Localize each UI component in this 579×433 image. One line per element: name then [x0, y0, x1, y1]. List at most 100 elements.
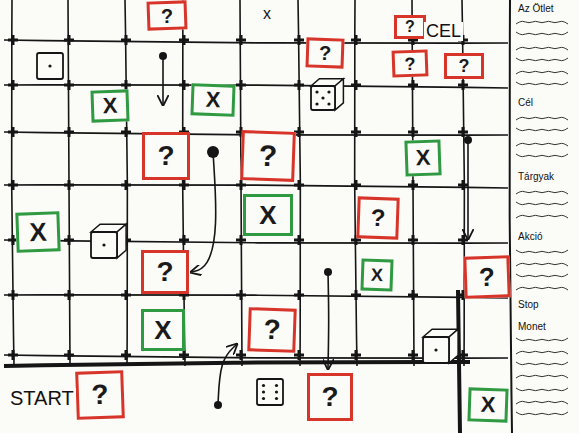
crossing-mark [64, 350, 74, 360]
crossing-mark [408, 350, 418, 360]
question-square: ? [75, 370, 125, 420]
rules-note: Stop [516, 300, 541, 311]
crossing-mark [408, 290, 418, 300]
rules-note: Tárgyak [516, 172, 556, 183]
question-square: ? [392, 49, 429, 77]
cell-symbol: ? [156, 258, 173, 286]
dice-icon [37, 53, 63, 79]
grid-line [4, 85, 508, 88]
cell-symbol: ? [319, 43, 332, 63]
question-square: ? [247, 307, 297, 353]
cross-square: X [467, 387, 508, 422]
grid-line [68, 0, 70, 366]
move-arrow [192, 146, 219, 272]
crossing-mark [351, 180, 361, 190]
cell-symbol: X [259, 202, 276, 228]
crossing-mark [8, 127, 18, 137]
cell-symbol: ? [161, 5, 174, 25]
handwriting-scribbles [516, 21, 568, 414]
cross-square: X [404, 139, 441, 176]
crossing-mark [64, 235, 74, 245]
cell-symbol: ? [321, 383, 338, 411]
goal-label: CEL [424, 22, 463, 41]
crossing-mark [351, 35, 361, 45]
question-square: ? [142, 132, 190, 180]
crossing-mark [121, 350, 131, 360]
crossing-mark [121, 180, 131, 190]
question-square: ? [307, 373, 353, 421]
cell-symbol: ? [258, 141, 277, 172]
start-label: START [8, 388, 76, 409]
crossing-mark [179, 235, 189, 245]
panel-separator [510, 0, 512, 433]
crossing-mark [236, 290, 246, 300]
crossing-mark [64, 290, 74, 300]
grid-line-thick [4, 362, 470, 366]
question-square: ? [147, 0, 188, 30]
question-square: ? [305, 37, 344, 68]
crossing-mark [64, 127, 74, 137]
grid-line [240, 0, 242, 366]
crossing-mark [294, 235, 304, 245]
crossing-mark [458, 350, 468, 360]
grid-line [12, 0, 14, 366]
move-arrow [324, 268, 332, 368]
question-square: ? [463, 255, 510, 299]
rules-heading: Az Ötlet [516, 4, 556, 15]
dice-icon [311, 79, 343, 110]
cell-symbol: ? [157, 142, 174, 170]
cell-symbol: ? [459, 57, 470, 75]
move-arrow [214, 345, 236, 409]
crossing-mark [8, 35, 18, 45]
crossing-mark [236, 180, 246, 190]
question-square: ? [141, 250, 189, 294]
crossing-mark [8, 180, 18, 190]
crossing-mark [458, 180, 468, 190]
cell-symbol: ? [370, 206, 386, 230]
crossing-mark [294, 350, 304, 360]
crossing-mark [408, 80, 418, 90]
cell-symbol: ? [404, 54, 416, 72]
crossing-mark [351, 350, 361, 360]
crossing-mark [351, 127, 361, 137]
crossing-mark [179, 35, 189, 45]
crossing-mark [8, 350, 18, 360]
grid-line [4, 240, 508, 243]
crossing-mark [294, 80, 304, 90]
rules-note: Monet [516, 322, 548, 333]
crossing-mark [8, 290, 18, 300]
question-square: ? [394, 15, 426, 39]
rules-note: Cél [516, 98, 535, 109]
cell-symbol: X [29, 219, 47, 246]
cell-symbol: X [480, 394, 495, 416]
cell-symbol: X [205, 89, 220, 111]
crossing-mark [179, 180, 189, 190]
cross-mark: x [261, 6, 273, 23]
crossing-mark [64, 35, 74, 45]
crossing-mark [64, 80, 74, 90]
crossing-mark [236, 80, 246, 90]
crossing-mark [179, 80, 189, 90]
crossing-mark [121, 290, 131, 300]
crossing-mark [236, 35, 246, 45]
cell-symbol: X [371, 266, 384, 284]
move-arrow [159, 52, 167, 104]
rules-note: Akció [516, 232, 544, 243]
move-arrow [464, 136, 472, 238]
grid-lines [4, 0, 512, 433]
question-square: ? [240, 130, 296, 182]
crossing-mark [294, 35, 304, 45]
crossing-mark [64, 180, 74, 190]
cross-square: X [90, 89, 129, 122]
cell-symbol: X [154, 317, 171, 343]
grid-line [298, 0, 300, 366]
crossing-mark [294, 290, 304, 300]
crossing-mark [351, 290, 361, 300]
crossing-mark [236, 235, 246, 245]
crossing-mark [351, 80, 361, 90]
dice-icon [257, 379, 283, 405]
cell-symbol: X [102, 95, 117, 117]
cross-square: X [243, 194, 293, 236]
cell-symbol: ? [479, 264, 496, 291]
